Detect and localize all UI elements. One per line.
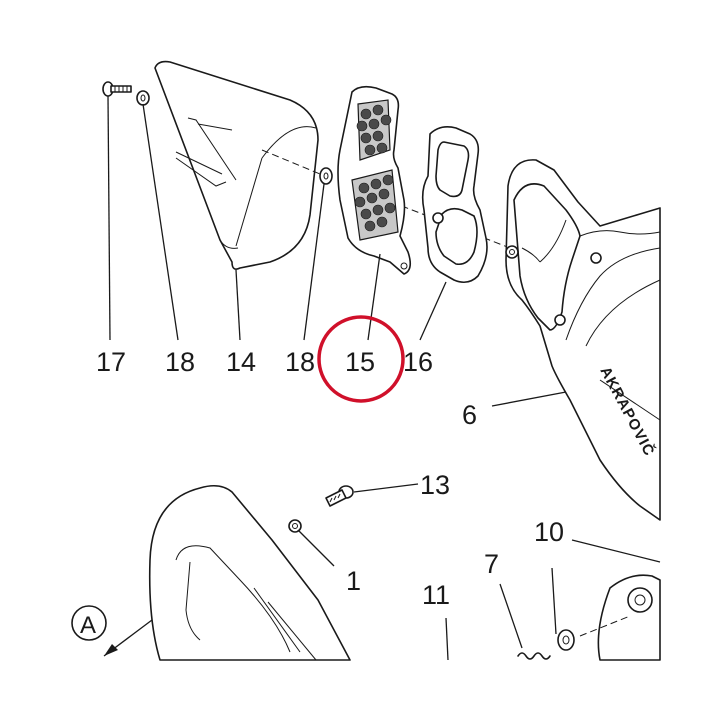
washer-18-left (136, 90, 150, 106)
washer-1 (288, 519, 302, 533)
callout-18-center: 18 (285, 347, 315, 377)
callout-11: 11 (422, 580, 450, 610)
view-marker-a: A (71, 605, 107, 641)
gasket-16 (421, 126, 488, 284)
callout-18-left: 18 (165, 347, 195, 377)
washer-18-center (319, 167, 333, 185)
callout-13: 13 (420, 470, 450, 500)
leader-lines (103, 95, 661, 661)
end-cap-cover-14 (154, 60, 319, 270)
callout-17: 17 (96, 347, 126, 377)
callout-16: 16 (403, 347, 433, 377)
washer-10 (557, 629, 575, 651)
hex-pattern-lower (354, 174, 396, 232)
callout-6: 6 (462, 400, 477, 430)
callout-14: 14 (226, 347, 256, 377)
bracket-lower-right (579, 574, 661, 661)
hex-pattern-upper (356, 104, 392, 156)
spring-7 (517, 652, 551, 660)
mesh-plate-15 (337, 85, 412, 275)
screw-17 (102, 81, 132, 97)
callout-10: 10 (534, 517, 564, 547)
callout-7: 7 (484, 549, 499, 579)
callout-1: 1 (346, 566, 361, 596)
screw-13 (325, 485, 354, 507)
muffler-6: AKRAPOVIČ (505, 159, 661, 521)
lower-cover-panel (148, 484, 351, 661)
view-marker-a-label: A (80, 612, 96, 639)
highlight-circle-part-15 (317, 315, 405, 403)
callout-15: 15 (345, 347, 375, 377)
